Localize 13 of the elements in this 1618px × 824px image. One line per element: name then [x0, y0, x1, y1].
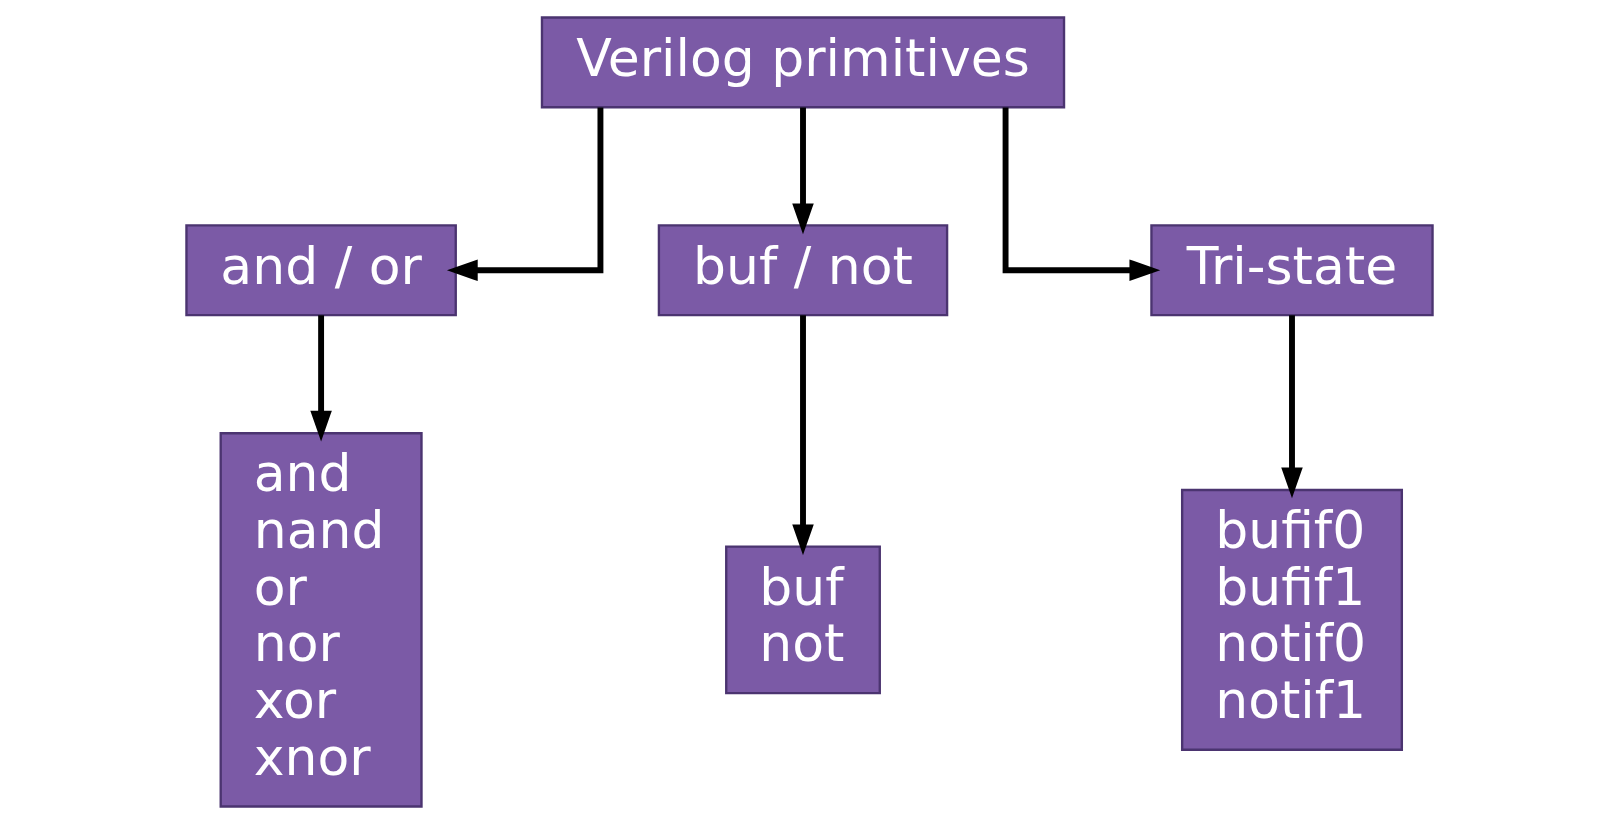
- arrow: [791, 107, 814, 235]
- arrow: [309, 315, 332, 442]
- arrow: [1002, 107, 1160, 282]
- node-box: buf / not: [657, 224, 948, 317]
- arrow: [1280, 315, 1303, 499]
- arrow: [791, 315, 814, 556]
- node-box: and / or: [184, 224, 457, 317]
- node-box: and nand or nor xor xnor: [219, 432, 423, 808]
- node-box: bufif0 bufif1 notif0 notif1: [1180, 488, 1403, 751]
- node-box: buf not: [724, 545, 881, 695]
- node-box: Tri-state: [1149, 224, 1434, 317]
- node-box: Verilog primitives: [540, 16, 1065, 109]
- arrow: [446, 107, 603, 282]
